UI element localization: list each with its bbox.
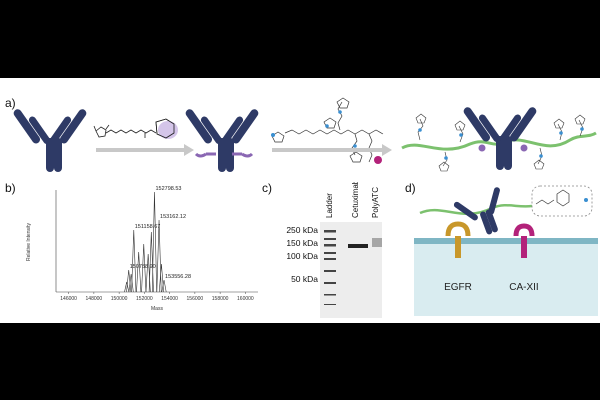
x-tick-label: 156000 bbox=[187, 296, 204, 302]
spectrum-peak bbox=[131, 229, 137, 293]
gel-lane-label: Ladder bbox=[325, 193, 334, 218]
spectrum-peak bbox=[136, 251, 142, 293]
peak-label: 151158.67 bbox=[135, 224, 161, 230]
panel-b-label: b) bbox=[5, 181, 16, 195]
x-tick-label: 152000 bbox=[136, 296, 153, 302]
x-tick-label: 148000 bbox=[86, 296, 103, 302]
panel-a-label: a) bbox=[5, 96, 16, 110]
spectrum-peak bbox=[141, 243, 147, 293]
cetuximab-band bbox=[348, 244, 368, 248]
x-tick-label: 146000 bbox=[60, 296, 77, 302]
egfr-receptor-icon bbox=[445, 221, 471, 258]
antibody-icon bbox=[453, 187, 500, 235]
spectrum-peak bbox=[128, 273, 134, 293]
gel-lane-label: Cetuximab bbox=[351, 182, 360, 218]
spectrum-peak bbox=[156, 219, 162, 293]
peak-label: 152798.53 bbox=[155, 186, 181, 192]
x-tick-label: 158000 bbox=[212, 296, 229, 302]
gel-marker-label: 100 kDa bbox=[286, 251, 318, 261]
polymer-strand bbox=[419, 204, 533, 216]
caxii-label: CA-XII bbox=[509, 282, 538, 293]
gel-lane-label: PolyATC bbox=[371, 187, 380, 218]
cell-interior bbox=[414, 244, 598, 316]
peak-label: 153556.28 bbox=[165, 274, 191, 280]
polyatc-band bbox=[372, 238, 382, 247]
spectrum-peak bbox=[124, 281, 130, 293]
figure-canvas: a) b) c) d) bbox=[0, 78, 600, 323]
spectrum-peak bbox=[126, 269, 132, 293]
gel-marker-label: 250 kDa bbox=[286, 225, 318, 235]
x-tick-label: 160000 bbox=[237, 296, 254, 302]
antibody-cyclooctyne-icon bbox=[185, 109, 259, 172]
caxii-receptor-icon bbox=[513, 223, 535, 258]
x-tick-label: 150000 bbox=[111, 296, 128, 302]
gel-marker-label: 50 kDa bbox=[291, 274, 318, 284]
antibody-icon bbox=[13, 109, 87, 172]
mass-spectrum-chart: 146000 148000 150000 152000 154000 156000 1580… bbox=[26, 186, 258, 312]
gel-image: 250 kDa 150 kDa 100 kDa 50 kDa Ladder Cetuxi… bbox=[286, 182, 382, 318]
peak-label: 150758.90 bbox=[130, 264, 156, 270]
ladder-lane bbox=[324, 230, 336, 305]
spectrum-peak bbox=[158, 263, 164, 293]
spectrum-peak bbox=[161, 279, 167, 293]
gel-marker-label: 150 kDa bbox=[286, 238, 318, 248]
inhibitor-inset bbox=[531, 185, 593, 217]
polymer-structure bbox=[271, 97, 384, 164]
panel-d-label: d) bbox=[405, 181, 416, 195]
spectrum-peak bbox=[151, 191, 157, 293]
panel-a-scheme bbox=[13, 97, 597, 172]
egfr-label: EGFR bbox=[444, 282, 472, 293]
x-tick-label: 154000 bbox=[161, 296, 178, 302]
reaction-arrow bbox=[272, 144, 392, 156]
peak-label: 153162.12 bbox=[160, 214, 186, 220]
y-axis-label: Relative Intensity bbox=[26, 222, 32, 261]
cell-membrane bbox=[414, 238, 598, 244]
reagent-structure bbox=[93, 118, 178, 139]
panel-c-label: c) bbox=[262, 181, 272, 195]
cell-targeting-diagram: EGFR CA-XII bbox=[414, 185, 598, 316]
reaction-arrow bbox=[96, 144, 194, 156]
x-axis-label: Mass bbox=[151, 306, 163, 312]
antibody-polymer-conjugate bbox=[401, 107, 597, 172]
